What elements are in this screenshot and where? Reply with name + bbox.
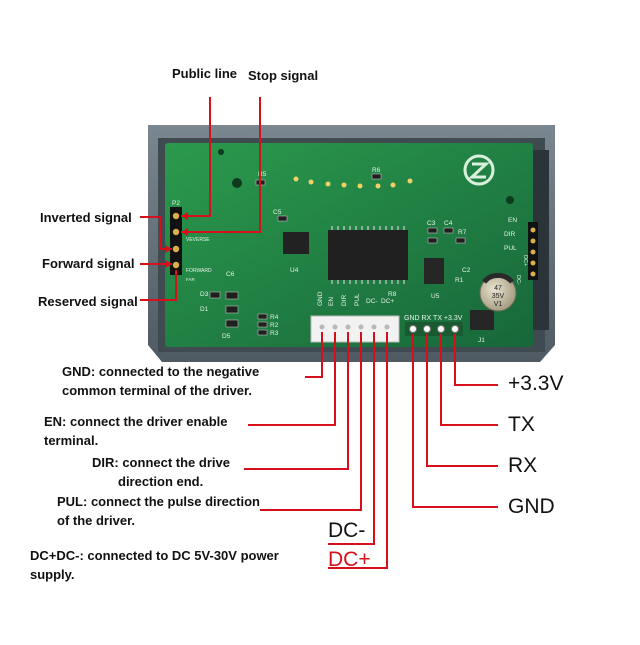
leader-gnd — [305, 332, 323, 378]
silk-ref: U4 — [290, 267, 299, 274]
arrow-icon — [165, 245, 172, 253]
label-public-line: Public line — [172, 66, 238, 81]
leader-public-line — [181, 97, 211, 217]
silk-right-en: EN — [508, 217, 517, 224]
silk-p2: P2 — [172, 200, 180, 207]
leader-stop-signal — [181, 97, 261, 233]
silk-ref: R7 — [458, 229, 467, 236]
leader-dir — [244, 332, 349, 470]
silk-ref: R6 — [372, 167, 381, 174]
silk-right-dir: DIR — [504, 231, 516, 238]
silk-ref: R8 — [388, 291, 397, 298]
desc-dc-line2: supply. — [30, 567, 75, 582]
smd-components — [209, 173, 466, 336]
label-forward-signal: Forward signal — [42, 256, 135, 271]
silk-ref: R2 — [270, 322, 279, 329]
mcu-chip — [328, 226, 408, 284]
right-side-header — [528, 222, 538, 280]
brand-logo-icon — [463, 154, 495, 186]
silk-ref: U5 — [431, 293, 440, 300]
power-signal-connector — [310, 315, 400, 343]
mosfet-chip — [470, 310, 494, 330]
label-tx: TX — [508, 413, 535, 436]
label-stop-signal: Stop signal — [248, 68, 319, 83]
leader-pul — [260, 332, 362, 511]
silk-ref: C6 — [226, 271, 235, 278]
leader-dc-minus — [328, 332, 375, 545]
silk-header-dcp: DC+ — [381, 298, 394, 305]
silk-header-en: EN — [328, 297, 335, 306]
leader-reserved — [140, 270, 177, 301]
leader-en — [248, 332, 336, 426]
leader-rx — [426, 334, 498, 467]
label-inverted-signal: Inverted signal — [40, 210, 132, 225]
capacitor-text: V1 — [494, 301, 503, 308]
silk-ref: R4 — [270, 314, 279, 321]
regulator-chip — [424, 258, 444, 284]
mounting-hole — [506, 196, 514, 204]
capacitor-text: 35V — [492, 293, 505, 300]
silk-ref: D1 — [200, 306, 209, 313]
capacitor-text: 47 — [494, 285, 502, 292]
silk-ref: R5 — [258, 171, 267, 178]
silk-header-dcm: DC- — [366, 298, 378, 305]
silk-ref: C5 — [273, 209, 282, 216]
silk-right-dcm: DC- — [515, 275, 521, 285]
silk-ref: R1 — [455, 277, 464, 284]
silk-ref: D3 — [200, 291, 209, 298]
silk-header-dir: DIR — [341, 295, 348, 307]
arrow-icon — [181, 212, 188, 220]
silk-ref: C4 — [444, 220, 453, 227]
silk-serial-header: GND RX TX +3.3V — [404, 315, 463, 322]
driver-chip — [283, 232, 309, 254]
label-33v: +3.3V — [508, 372, 564, 395]
via-row — [293, 176, 413, 189]
desc-pul-line1: PUL: connect the pulse direction — [57, 494, 260, 509]
label-dc-plus: DC+ — [328, 548, 371, 571]
desc-dir-line1: DIR: connect the drive — [92, 455, 230, 470]
label-gnd: GND — [508, 495, 555, 518]
silk-ref: C3 — [427, 220, 436, 227]
leader-serial-gnd — [412, 334, 498, 508]
serial-header — [405, 322, 463, 336]
desc-dir-line2: direction end. — [118, 474, 204, 489]
silk-ref: J1 — [478, 337, 485, 344]
silk-ref: D5 — [222, 333, 231, 340]
silk-forward: FORWARD — [186, 268, 212, 274]
left-signal-header — [170, 207, 182, 275]
leader-dc-plus — [328, 332, 388, 569]
desc-gnd-line2: common terminal of the driver. — [62, 383, 252, 398]
silk-right-pul: PUL — [504, 245, 517, 252]
silk-header-pul: PUL — [354, 293, 361, 306]
mounting-hole — [232, 178, 242, 188]
silk-ref: C2 — [462, 267, 471, 274]
desc-en-line2: terminal. — [44, 433, 99, 448]
silk-far: FAR — [186, 277, 196, 282]
silk-right-dcp: DC+ — [522, 255, 528, 266]
desc-en-line1: EN: connect the driver enable — [44, 414, 228, 429]
arrow-icon — [165, 260, 172, 268]
electrolytic-capacitor — [479, 272, 517, 312]
label-dc-minus: DC- — [328, 519, 366, 542]
leader-arrowheads — [165, 212, 188, 268]
silk-veverse: VEVERSE — [186, 237, 210, 243]
label-reserved-signal: Reserved signal — [38, 294, 138, 309]
label-rx: RX — [508, 454, 538, 477]
desc-gnd-line1: GND: connected to the negative — [62, 364, 260, 379]
arrow-icon — [181, 228, 188, 236]
silk-header-gnd: GND — [317, 291, 324, 306]
enclosure-side-slot — [533, 150, 549, 330]
silk-ref: R3 — [270, 330, 279, 337]
desc-dc-line1: DC+DC-: connected to DC 5V-30V power — [30, 548, 279, 563]
leader-tx — [440, 334, 498, 426]
mounting-hole — [218, 149, 224, 155]
desc-pul-line2: of the driver. — [57, 513, 136, 528]
leader-33v — [454, 334, 498, 386]
